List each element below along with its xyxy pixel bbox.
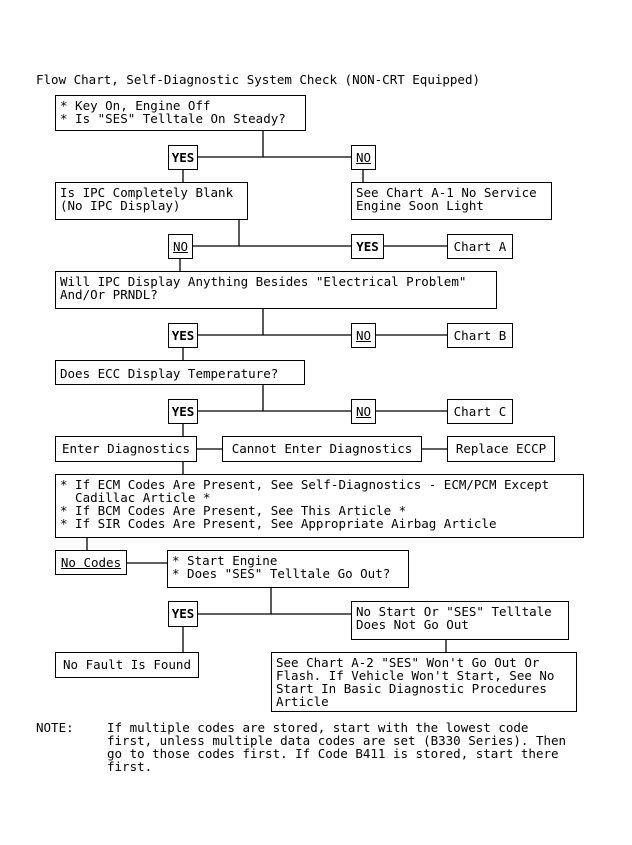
chart-a-box: Chart A (447, 234, 513, 259)
no-fault-box: No Fault Is Found (55, 652, 199, 678)
chart-a1-box: See Chart A-1 No Service Engine Soon Lig… (351, 182, 552, 220)
start-engine-box: * Start Engine * Does "SES" Telltale Go … (167, 550, 409, 588)
no-label: NO (168, 234, 193, 259)
page-title: Flow Chart, Self-Diagnostic System Check… (36, 72, 481, 87)
chart-a2-box: See Chart A-2 "SES" Won't Go Out Or Flas… (271, 652, 577, 712)
no-label: NO (351, 323, 376, 348)
chart-c-box: Chart C (447, 399, 513, 424)
note-label: NOTE: (36, 720, 74, 735)
note-text: If multiple codes are stored, start with… (107, 720, 567, 774)
enter-diagnostics-box: Enter Diagnostics (55, 436, 197, 462)
ipc-display-box: Will IPC Display Anything Besides "Elect… (55, 271, 497, 309)
yes-label: YES (351, 234, 384, 259)
no-label: NO (351, 145, 376, 170)
no-label: NO (351, 399, 376, 424)
key-on-box: * Key On, Engine Off * Is "SES" Telltale… (55, 95, 306, 131)
replace-eccp-box: Replace ECCP (447, 436, 555, 462)
yes-label: YES (168, 399, 198, 424)
ecc-temp-box: Does ECC Display Temperature? (55, 360, 305, 385)
no-codes-box: No Codes (55, 550, 127, 575)
no-start-box: No Start Or "SES" Telltale Does Not Go O… (351, 601, 569, 640)
ipc-blank-box: Is IPC Completely Blank (No IPC Display) (55, 182, 248, 220)
yes-label: YES (168, 323, 198, 348)
yes-label: YES (168, 145, 198, 170)
cannot-enter-box: Cannot Enter Diagnostics (222, 436, 422, 462)
chart-b-box: Chart B (447, 323, 513, 348)
codes-present-box: * If ECM Codes Are Present, See Self-Dia… (55, 474, 584, 538)
yes-label: YES (168, 601, 198, 627)
